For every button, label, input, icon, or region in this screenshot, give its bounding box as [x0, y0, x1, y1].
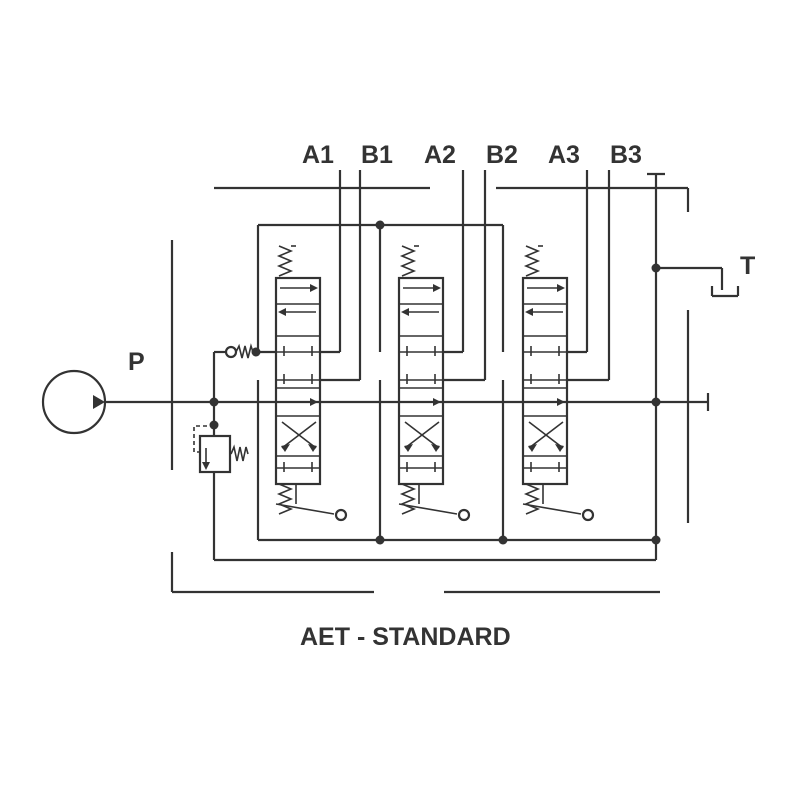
pump-symbol — [41, 369, 107, 435]
junction-dots — [209, 220, 661, 545]
port-label-b3: B3 — [610, 141, 642, 169]
port-label-a3: A3 — [548, 141, 580, 169]
port-label-b1: B1 — [361, 141, 393, 169]
tank-symbol — [710, 286, 740, 298]
diagram-title: AET - STANDARD — [300, 623, 511, 651]
valve-section-2 — [397, 170, 487, 522]
port-label-p: P — [128, 348, 145, 376]
relief-valve — [193, 343, 276, 560]
valve-section-1 — [274, 170, 362, 522]
valve-section-3 — [521, 170, 611, 522]
port-label-t: T — [740, 252, 755, 280]
port-label-a2: A2 — [424, 141, 456, 169]
tank-return-line — [647, 172, 724, 540]
valve-housing-outline — [170, 186, 690, 594]
port-label-a1: A1 — [302, 141, 334, 169]
port-label-b2: B2 — [486, 141, 518, 169]
lower-return-line — [214, 380, 658, 562]
